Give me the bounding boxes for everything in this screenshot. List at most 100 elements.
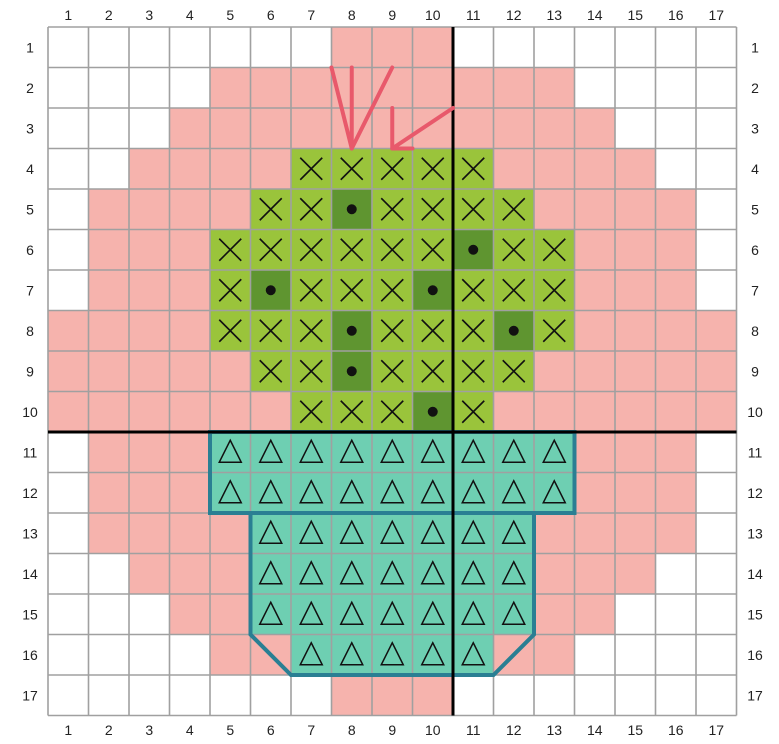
grid-cell: [89, 230, 130, 271]
grid-cell: [372, 635, 413, 676]
grid-cell: [129, 594, 170, 635]
grid-cell: [170, 230, 211, 271]
row-label-left: 15: [22, 606, 38, 622]
grid-cell: [413, 594, 454, 635]
grid-cell: [170, 675, 211, 716]
grid-cell: [89, 189, 130, 230]
column-label-top: 3: [145, 7, 153, 23]
grid-cell: [332, 513, 373, 554]
grid-cell: [696, 189, 737, 230]
grid-cell: [615, 108, 656, 149]
grid-cell: [494, 149, 535, 190]
grid-cell: [170, 635, 211, 676]
grid-cell: [129, 513, 170, 554]
grid-cell: [89, 635, 130, 676]
row-label-left: 17: [22, 687, 38, 703]
grid-cell: [332, 594, 373, 635]
row-label-right: 12: [747, 485, 763, 501]
grid-cell: [170, 270, 211, 311]
row-label-left: 2: [26, 80, 34, 96]
grid-cell: [251, 554, 292, 595]
grid-cell: [534, 675, 575, 716]
grid-cell: [534, 108, 575, 149]
grid-cell: [170, 513, 211, 554]
column-label-bottom: 6: [267, 722, 275, 738]
column-label-bottom: 17: [708, 722, 724, 738]
grid-cell: [129, 68, 170, 109]
grid-cell: [656, 270, 697, 311]
grid-cell: [251, 149, 292, 190]
grid-cell: [656, 351, 697, 392]
column-label-bottom: 5: [226, 722, 234, 738]
grid-cell: [372, 675, 413, 716]
row-label-right: 2: [751, 80, 759, 96]
grid-cell: [575, 27, 616, 68]
column-label-top: 13: [546, 7, 562, 23]
grid-cell: [89, 554, 130, 595]
grid-cell: [615, 311, 656, 352]
grid-cell: [291, 432, 332, 473]
grid-cell: [291, 108, 332, 149]
grid-cell: [372, 68, 413, 109]
grid-cell: [413, 675, 454, 716]
grid-cell: [291, 594, 332, 635]
grid-cell: [89, 149, 130, 190]
column-label-top: 7: [307, 7, 315, 23]
column-label-top: 15: [627, 7, 643, 23]
grid-cell: [332, 432, 373, 473]
grid-cell: [575, 513, 616, 554]
grid-cell: [170, 108, 211, 149]
column-label-bottom: 7: [307, 722, 315, 738]
grid-cell: [129, 270, 170, 311]
row-label-right: 8: [751, 323, 759, 339]
grid-cell: [48, 270, 89, 311]
grid-cell: [129, 392, 170, 433]
grid-cell: [372, 513, 413, 554]
grid-cell: [210, 473, 251, 514]
column-label-top: 14: [587, 7, 603, 23]
grid-cell: [615, 68, 656, 109]
grid-cell: [656, 594, 697, 635]
grid-cell: [251, 594, 292, 635]
row-label-left: 13: [22, 525, 38, 541]
grid-cell: [291, 513, 332, 554]
grid-cell: [291, 473, 332, 514]
grid-cell: [696, 635, 737, 676]
grid-cell: [615, 392, 656, 433]
grid-cell: [89, 311, 130, 352]
grid-cell: [413, 27, 454, 68]
grid-cell: [656, 230, 697, 271]
grid-cell: [615, 675, 656, 716]
grid-cell: [210, 594, 251, 635]
grid-cell: [210, 68, 251, 109]
grid-cell: [210, 149, 251, 190]
grid-cell: [129, 149, 170, 190]
grid-cell: [129, 189, 170, 230]
row-label-right: 5: [751, 201, 759, 217]
grid-cell: [210, 554, 251, 595]
grid-cell: [656, 68, 697, 109]
grid-cell: [89, 675, 130, 716]
grid-cell: [251, 108, 292, 149]
grid-cell: [332, 554, 373, 595]
grid-cell: [534, 68, 575, 109]
grid-cell: [575, 675, 616, 716]
grid-cell: [696, 311, 737, 352]
grid-cell: [575, 392, 616, 433]
grid-cell: [372, 27, 413, 68]
grid-cell: [170, 351, 211, 392]
grid-cell: [291, 635, 332, 676]
grid-cell: [534, 149, 575, 190]
grid-cell: [170, 392, 211, 433]
grid-cell: [615, 149, 656, 190]
column-label-bottom: 2: [105, 722, 113, 738]
row-label-left: 6: [26, 242, 34, 258]
grid-cell: [89, 513, 130, 554]
grid-cell: [372, 473, 413, 514]
row-label-left: 7: [26, 282, 34, 298]
grid-cell: [453, 27, 494, 68]
grid-cell: [291, 68, 332, 109]
grid-cell: [210, 392, 251, 433]
grid-cell: [696, 351, 737, 392]
grid-cell: [332, 27, 373, 68]
